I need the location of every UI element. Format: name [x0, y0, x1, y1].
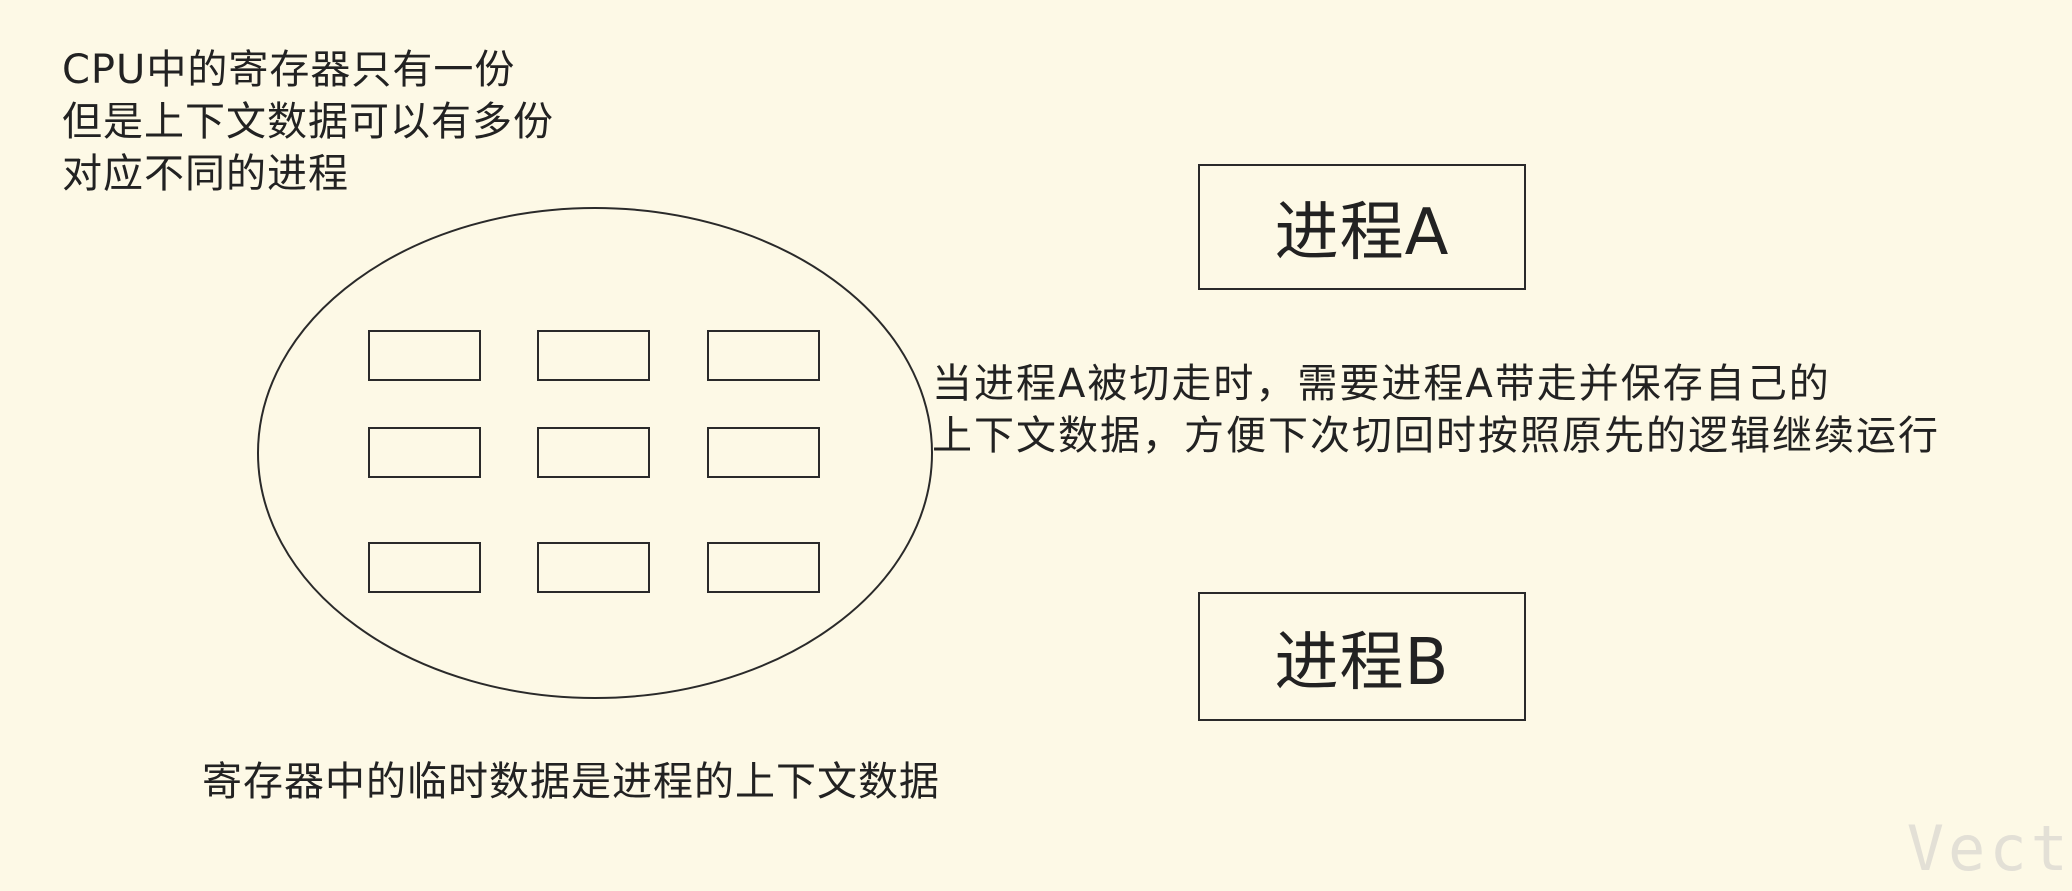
register-cell	[707, 542, 820, 593]
context-switch-note-line-1: 当进程A被切走时，需要进程A带走并保存自己的	[932, 361, 1831, 407]
cpu-register-note-line-1: CPU中的寄存器只有一份	[62, 47, 516, 93]
context-switch-note-line-2: 上下文数据，方便下次切回时按照原先的逻辑继续运行	[932, 413, 1940, 459]
register-cell	[537, 427, 650, 478]
register-grid	[368, 330, 820, 593]
register-cell	[368, 542, 481, 593]
cpu-register-note-line-3: 对应不同的进程	[62, 151, 349, 197]
register-cell	[537, 542, 650, 593]
process-b-box: 进程B	[1198, 592, 1526, 721]
register-cell	[707, 330, 820, 381]
register-cell	[368, 330, 481, 381]
context-switch-note: 当进程A被切走时，需要进程A带走并保存自己的 上下文数据，方便下次切回时按照原先…	[932, 358, 1940, 462]
context-data-note: 寄存器中的临时数据是进程的上下文数据	[202, 759, 940, 805]
cpu-ellipse	[257, 207, 933, 699]
process-a-box: 进程A	[1198, 164, 1526, 290]
register-cell	[368, 427, 481, 478]
register-cell	[537, 330, 650, 381]
watermark: Vect	[1906, 812, 2072, 885]
cpu-register-note: CPU中的寄存器只有一份 但是上下文数据可以有多份 对应不同的进程	[62, 44, 554, 200]
cpu-register-note-line-2: 但是上下文数据可以有多份	[62, 99, 554, 145]
process-a-label: 进程A	[1274, 196, 1450, 270]
process-b-label: 进程B	[1274, 625, 1450, 700]
register-cell	[707, 427, 820, 478]
